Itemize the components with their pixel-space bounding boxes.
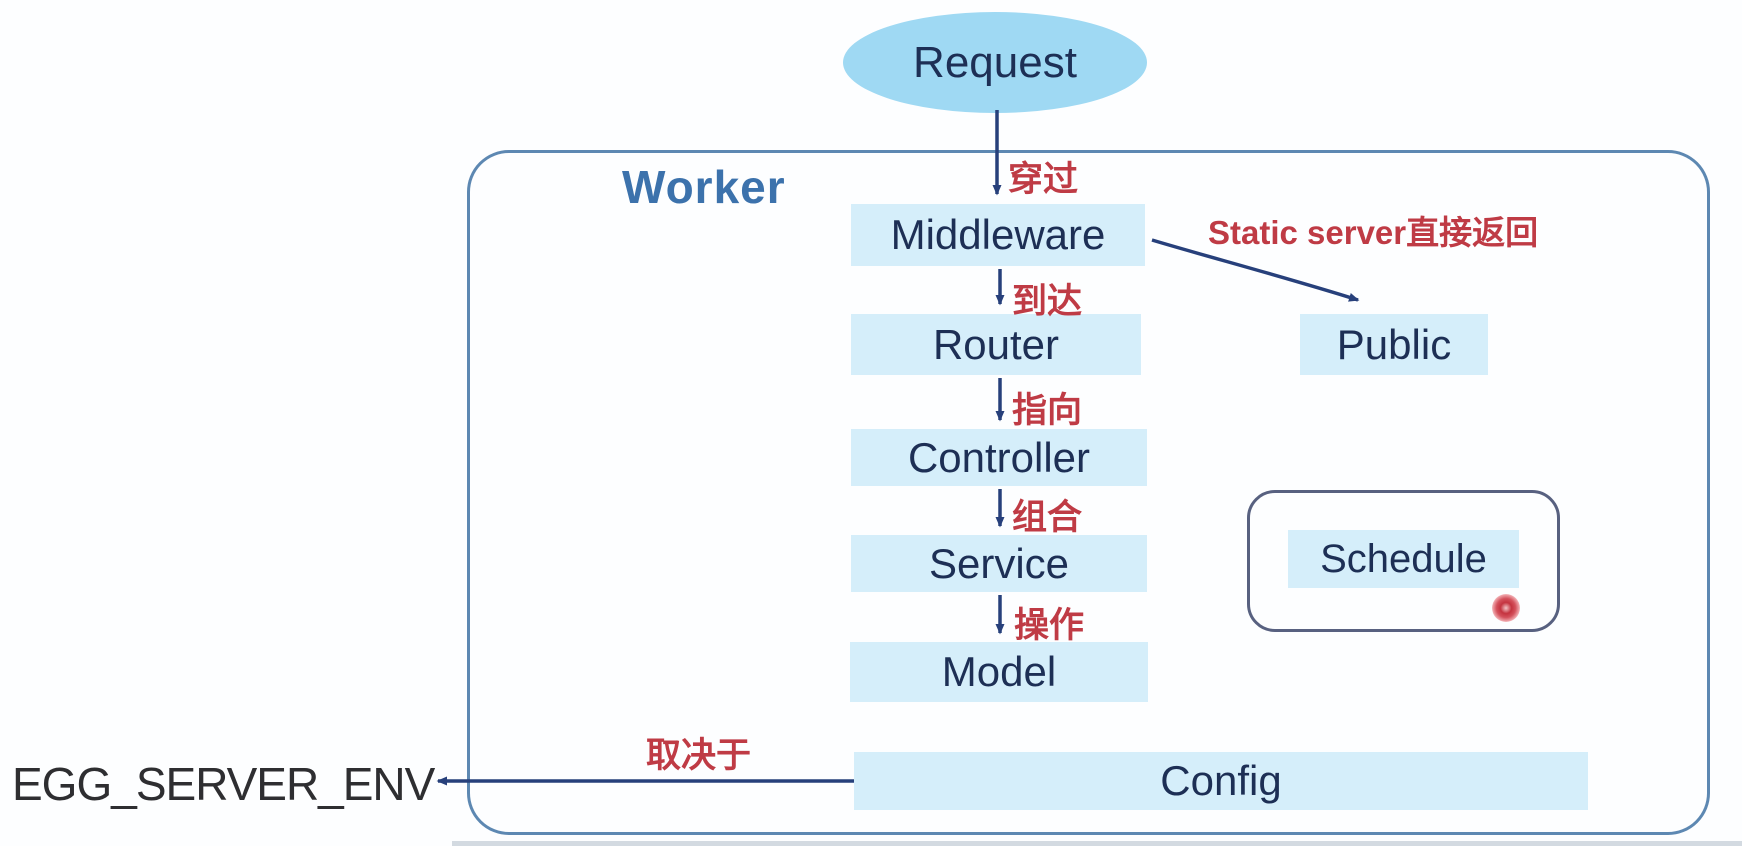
egg-server-env-label: EGG_SERVER_ENV <box>12 758 435 810</box>
edge-label-depends-on: 取决于 <box>646 736 752 775</box>
node-model: Model <box>850 642 1148 702</box>
laser-pointer-dot <box>1492 594 1520 622</box>
node-service: Service <box>851 535 1147 592</box>
worker-container <box>467 150 1710 835</box>
node-public-label: Public <box>1336 320 1452 368</box>
node-config-label: Config <box>1160 757 1282 804</box>
edge-label-compose: 组合 <box>1012 498 1083 537</box>
edge-label-pass-through: 穿过 <box>1008 160 1079 199</box>
node-middleware: Middleware <box>851 204 1145 266</box>
node-model-label: Model <box>941 648 1057 695</box>
node-schedule-label: Schedule <box>1320 536 1487 581</box>
node-public: Public <box>1300 314 1488 375</box>
edge-label-operate: 操作 <box>1014 606 1085 645</box>
node-controller-label: Controller <box>907 433 1091 481</box>
worker-label: Worker <box>622 161 786 213</box>
screen-bottom-edge <box>452 841 1742 846</box>
node-middleware-label: Middleware <box>890 211 1106 258</box>
edge-label-arrive: 到达 <box>1012 282 1083 321</box>
node-controller: Controller <box>851 429 1147 486</box>
node-service-label: Service <box>928 539 1070 587</box>
node-router: Router <box>851 314 1141 375</box>
schedule-container: Schedule <box>1247 490 1560 632</box>
edge-label-point-to: 指向 <box>1012 391 1083 430</box>
node-schedule: Schedule <box>1288 530 1519 588</box>
node-router-label: Router <box>932 320 1060 368</box>
node-config: Config <box>854 752 1588 810</box>
edge-label-static-server: Static server直接返回 <box>1208 214 1539 251</box>
node-request-label: Request <box>913 37 1077 87</box>
node-request: Request <box>843 12 1147 113</box>
